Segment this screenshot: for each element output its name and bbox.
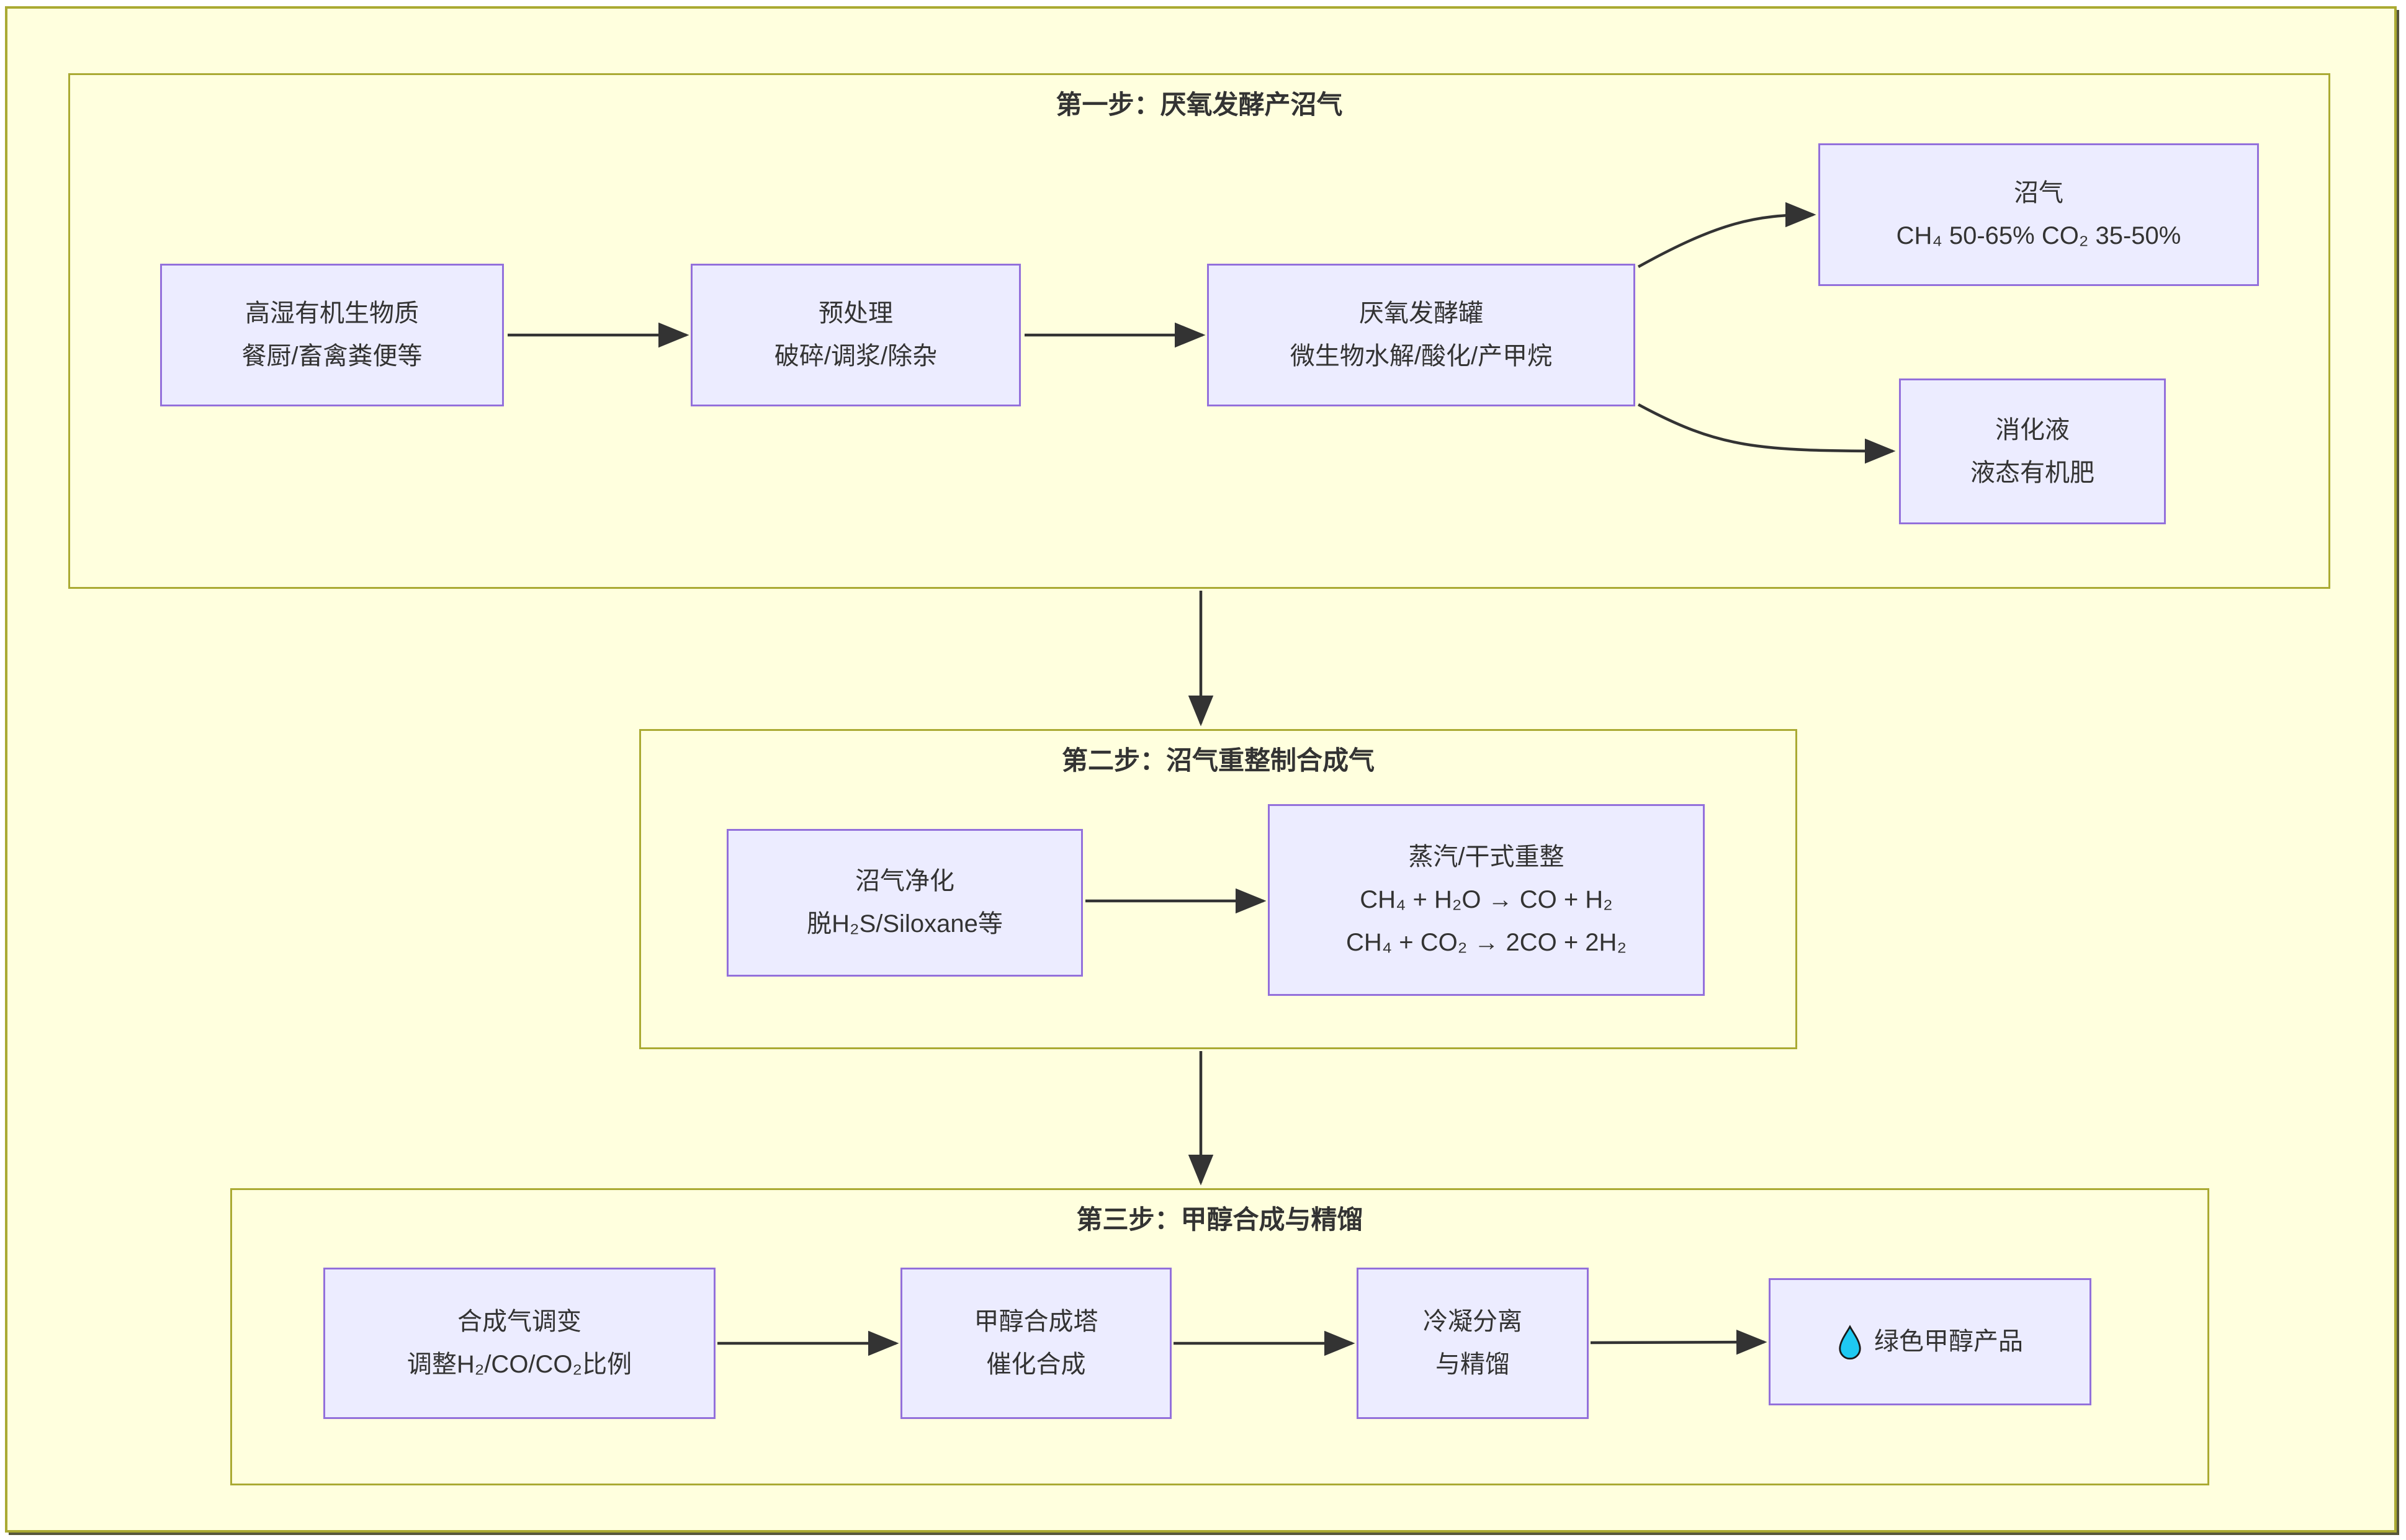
node-synthesis-line2: 催化合成	[986, 1351, 1086, 1378]
node-biogas: 沼气 CH₄ 50-65% CO₂ 35-50%	[1818, 143, 2259, 286]
node-pretreat: 预处理 破碎/调浆/除杂	[691, 264, 1021, 406]
cluster-step-2-title: 第二步：沼气重整制合成气	[1061, 746, 1375, 775]
node-purify: 沼气净化 脱H₂S/Siloxane等	[727, 829, 1083, 977]
node-condense-line1: 冷凝分离	[1423, 1308, 1522, 1336]
node-reform-line2: CH₄ + H₂O → CO + H₂	[1360, 886, 1613, 914]
node-digestate-line2: 液态有机肥	[1970, 459, 2094, 486]
node-pretreat-line1: 预处理	[819, 300, 893, 328]
node-syngas-adjust: 合成气调变 调整H₂/CO/CO₂比例	[323, 1268, 716, 1419]
node-pretreat-line2: 破碎/调浆/除杂	[774, 342, 938, 370]
node-biomass: 高湿有机生物质 餐厨/畜禽粪便等	[160, 264, 504, 406]
node-product-label: 绿色甲醇产品	[1874, 1328, 2023, 1356]
node-reform: 蒸汽/干式重整 CH₄ + H₂O → CO + H₂ CH₄ + CO₂ → …	[1268, 804, 1705, 996]
node-condense-line2: 与精馏	[1435, 1351, 1510, 1378]
node-purify-line2: 脱H₂S/Siloxane等	[807, 910, 1003, 938]
node-condense: 冷凝分离 与精馏	[1357, 1268, 1589, 1419]
node-methanol-synthesis: 甲醇合成塔 催化合成	[900, 1268, 1172, 1419]
node-syngas-line2: 调整H₂/CO/CO₂比例	[406, 1351, 632, 1378]
droplet-icon	[1839, 1324, 1861, 1359]
node-syngas-line1: 合成气调变	[457, 1308, 581, 1336]
node-reform-line3: CH₄ + CO₂ → 2CO + 2H₂	[1346, 928, 1627, 956]
node-digester-line2: 微生物水解/酸化/产甲烷	[1290, 342, 1553, 370]
node-green-methanol-product: 绿色甲醇产品	[1769, 1278, 2091, 1405]
node-digester: 厌氧发酵罐 微生物水解/酸化/产甲烷	[1207, 264, 1635, 406]
node-biogas-line1: 沼气	[2014, 179, 2063, 207]
node-purify-line1: 沼气净化	[855, 867, 954, 895]
cluster-step-3-title: 第三步：甲醇合成与精馏	[1076, 1205, 1363, 1234]
node-biomass-line1: 高湿有机生物质	[245, 300, 419, 328]
node-biomass-line2: 餐厨/畜禽粪便等	[241, 342, 423, 370]
node-synthesis-line1: 甲醇合成塔	[974, 1308, 1098, 1336]
node-digestate-line1: 消化液	[1995, 416, 2070, 444]
cluster-step-1-title: 第一步：厌氧发酵产沼气	[1056, 90, 1343, 119]
node-digestate: 消化液 液态有机肥	[1899, 378, 2166, 524]
node-biogas-line2: CH₄ 50-65% CO₂ 35-50%	[1896, 222, 2181, 249]
node-digester-line1: 厌氧发酵罐	[1359, 300, 1483, 328]
node-reform-line1: 蒸汽/干式重整	[1408, 843, 1564, 871]
